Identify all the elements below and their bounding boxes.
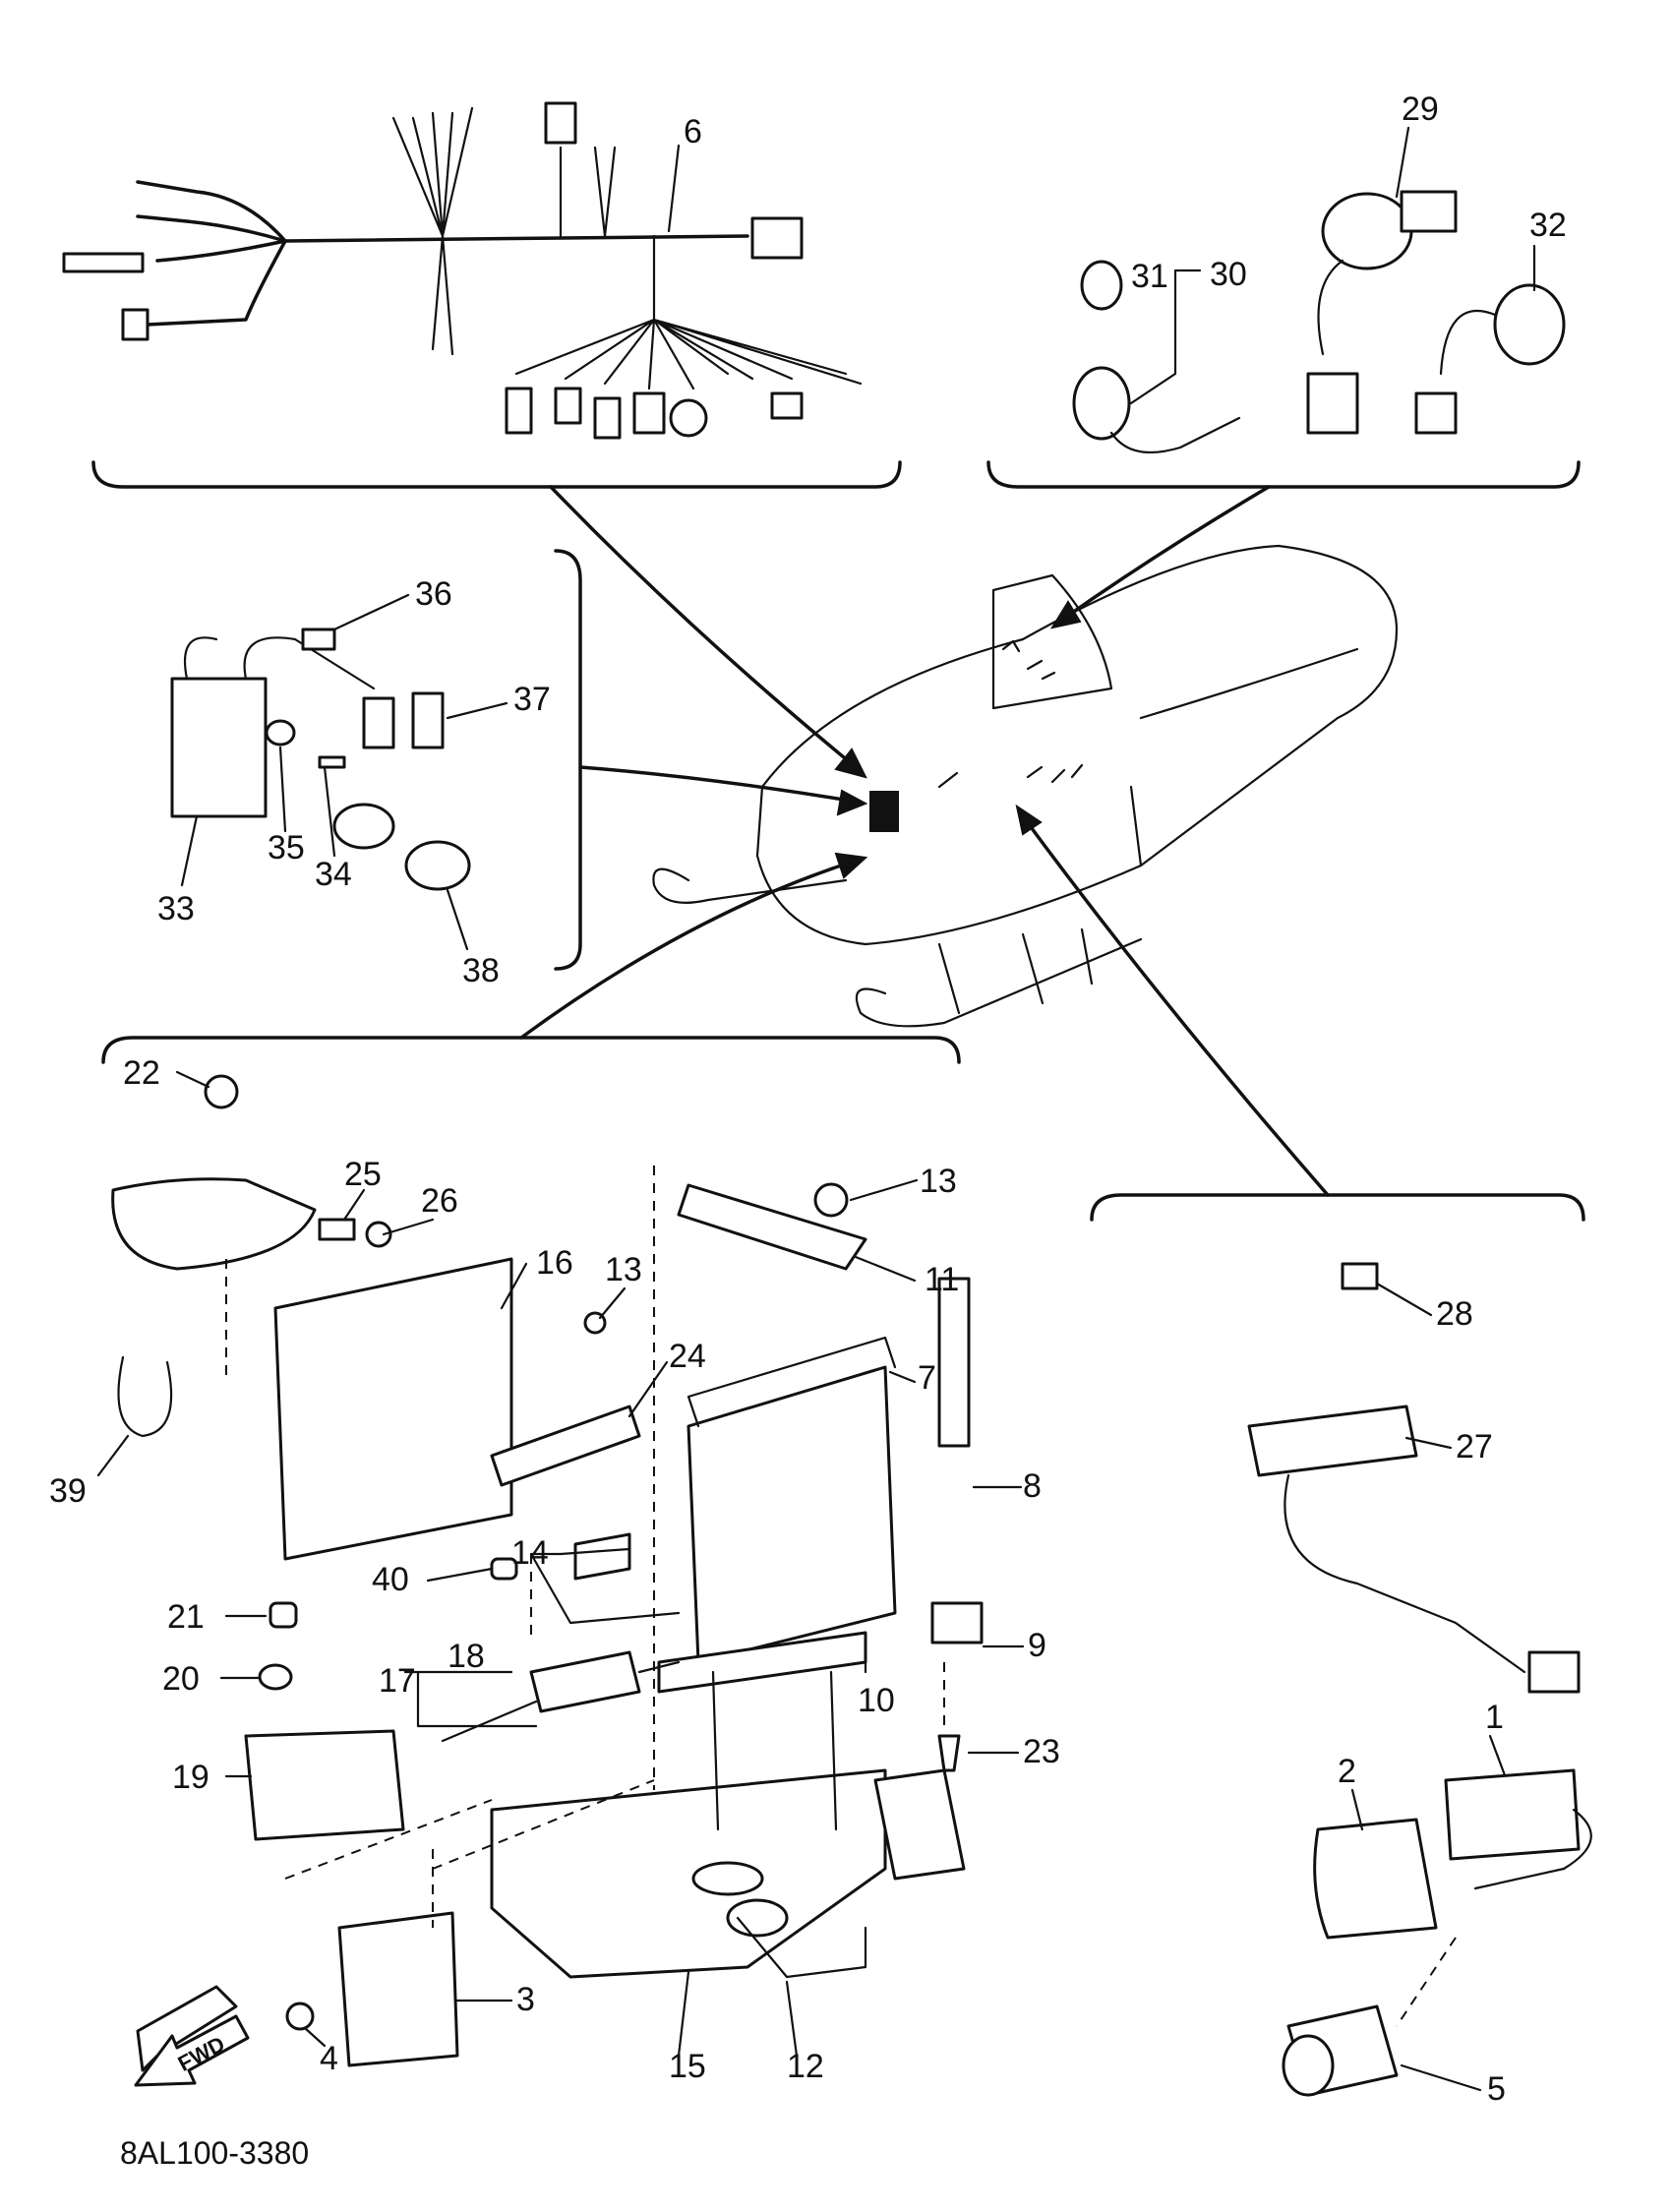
callout-10: 10 xyxy=(858,1682,895,1719)
unit-27 xyxy=(1247,1405,1418,1477)
callout-39: 39 xyxy=(49,1472,87,1510)
callout-6: 6 xyxy=(684,113,702,150)
callout-2: 2 xyxy=(1338,1753,1356,1790)
callout-23: 23 xyxy=(1023,1733,1060,1770)
callout-17: 17 xyxy=(379,1662,416,1700)
bracket-battery xyxy=(101,1036,961,1064)
callout-3: 3 xyxy=(516,1981,535,2018)
bulb-31 xyxy=(1080,260,1123,311)
callout-35: 35 xyxy=(268,829,305,867)
battery-7 xyxy=(687,1365,897,1664)
callout-12: 12 xyxy=(787,2048,824,2085)
callout-25: 25 xyxy=(344,1156,382,1193)
holder-2 xyxy=(1313,1818,1438,1940)
switches-group xyxy=(1072,190,1566,454)
callout-20: 20 xyxy=(162,1660,200,1698)
switch-32 xyxy=(1493,283,1566,366)
callout-9: 9 xyxy=(1028,1627,1046,1664)
rectifier-3 xyxy=(337,1911,459,2067)
wire-harness xyxy=(62,101,863,440)
callout-33: 33 xyxy=(157,890,195,927)
callout-11: 11 xyxy=(925,1261,959,1298)
bracket-cdi xyxy=(1090,1193,1585,1222)
battery-box-15 xyxy=(490,1768,887,1979)
callout-8: 8 xyxy=(1023,1467,1042,1505)
callout-37: 37 xyxy=(513,681,551,718)
cover-16 xyxy=(273,1257,513,1561)
bracket-wire-harness xyxy=(91,460,902,489)
drawing-code: 8AL100-3380 xyxy=(120,2135,309,2171)
snowmobile-outline xyxy=(652,544,1399,1028)
socket-30 xyxy=(1072,366,1131,441)
bracket-switches xyxy=(986,460,1581,489)
callout-29: 29 xyxy=(1402,90,1439,128)
callout-leaders xyxy=(96,126,1536,2092)
cdi-group xyxy=(1247,1262,1592,2097)
callout-34: 34 xyxy=(315,856,352,893)
callout-28: 28 xyxy=(1436,1295,1473,1333)
callout-5: 5 xyxy=(1487,2070,1506,2108)
battery-group xyxy=(111,1074,984,2072)
ignition-group xyxy=(170,628,471,891)
callout-26: 26 xyxy=(421,1182,458,1220)
callout-31: 31 xyxy=(1131,258,1168,295)
callout-36: 36 xyxy=(415,575,452,613)
callout-13-top: 13 xyxy=(920,1163,957,1200)
callout-32: 32 xyxy=(1529,207,1567,244)
ignition-coil-33 xyxy=(170,677,268,818)
callout-22: 22 xyxy=(123,1054,160,1092)
main-switch-29 xyxy=(1321,192,1413,270)
callout-4: 4 xyxy=(320,2040,338,2077)
callout-38: 38 xyxy=(462,952,500,989)
callout-30: 30 xyxy=(1210,256,1247,293)
ignition-coil-location-mark xyxy=(869,791,899,832)
cdi-1 xyxy=(1444,1768,1581,1861)
leader-arrows xyxy=(519,485,1330,1197)
callout-7: 7 xyxy=(918,1359,936,1397)
group-brackets xyxy=(91,460,1585,1222)
callout-27: 27 xyxy=(1456,1428,1493,1465)
callout-18: 18 xyxy=(448,1638,485,1675)
callout-15: 15 xyxy=(669,2048,706,2085)
callout-21: 21 xyxy=(167,1598,205,1636)
callout-16: 16 xyxy=(536,1244,573,1282)
callout-labels: 1 2 3 4 5 6 7 8 9 10 11 12 13 13 14 15 1… xyxy=(49,90,1567,2108)
starter-relay-19 xyxy=(244,1729,405,1841)
callout-40: 40 xyxy=(372,1561,409,1598)
bracket-ignition xyxy=(554,549,582,971)
callout-24: 24 xyxy=(669,1338,706,1375)
callout-19: 19 xyxy=(172,1759,209,1796)
callout-13: 13 xyxy=(605,1251,642,1288)
callout-1: 1 xyxy=(1485,1699,1504,1736)
